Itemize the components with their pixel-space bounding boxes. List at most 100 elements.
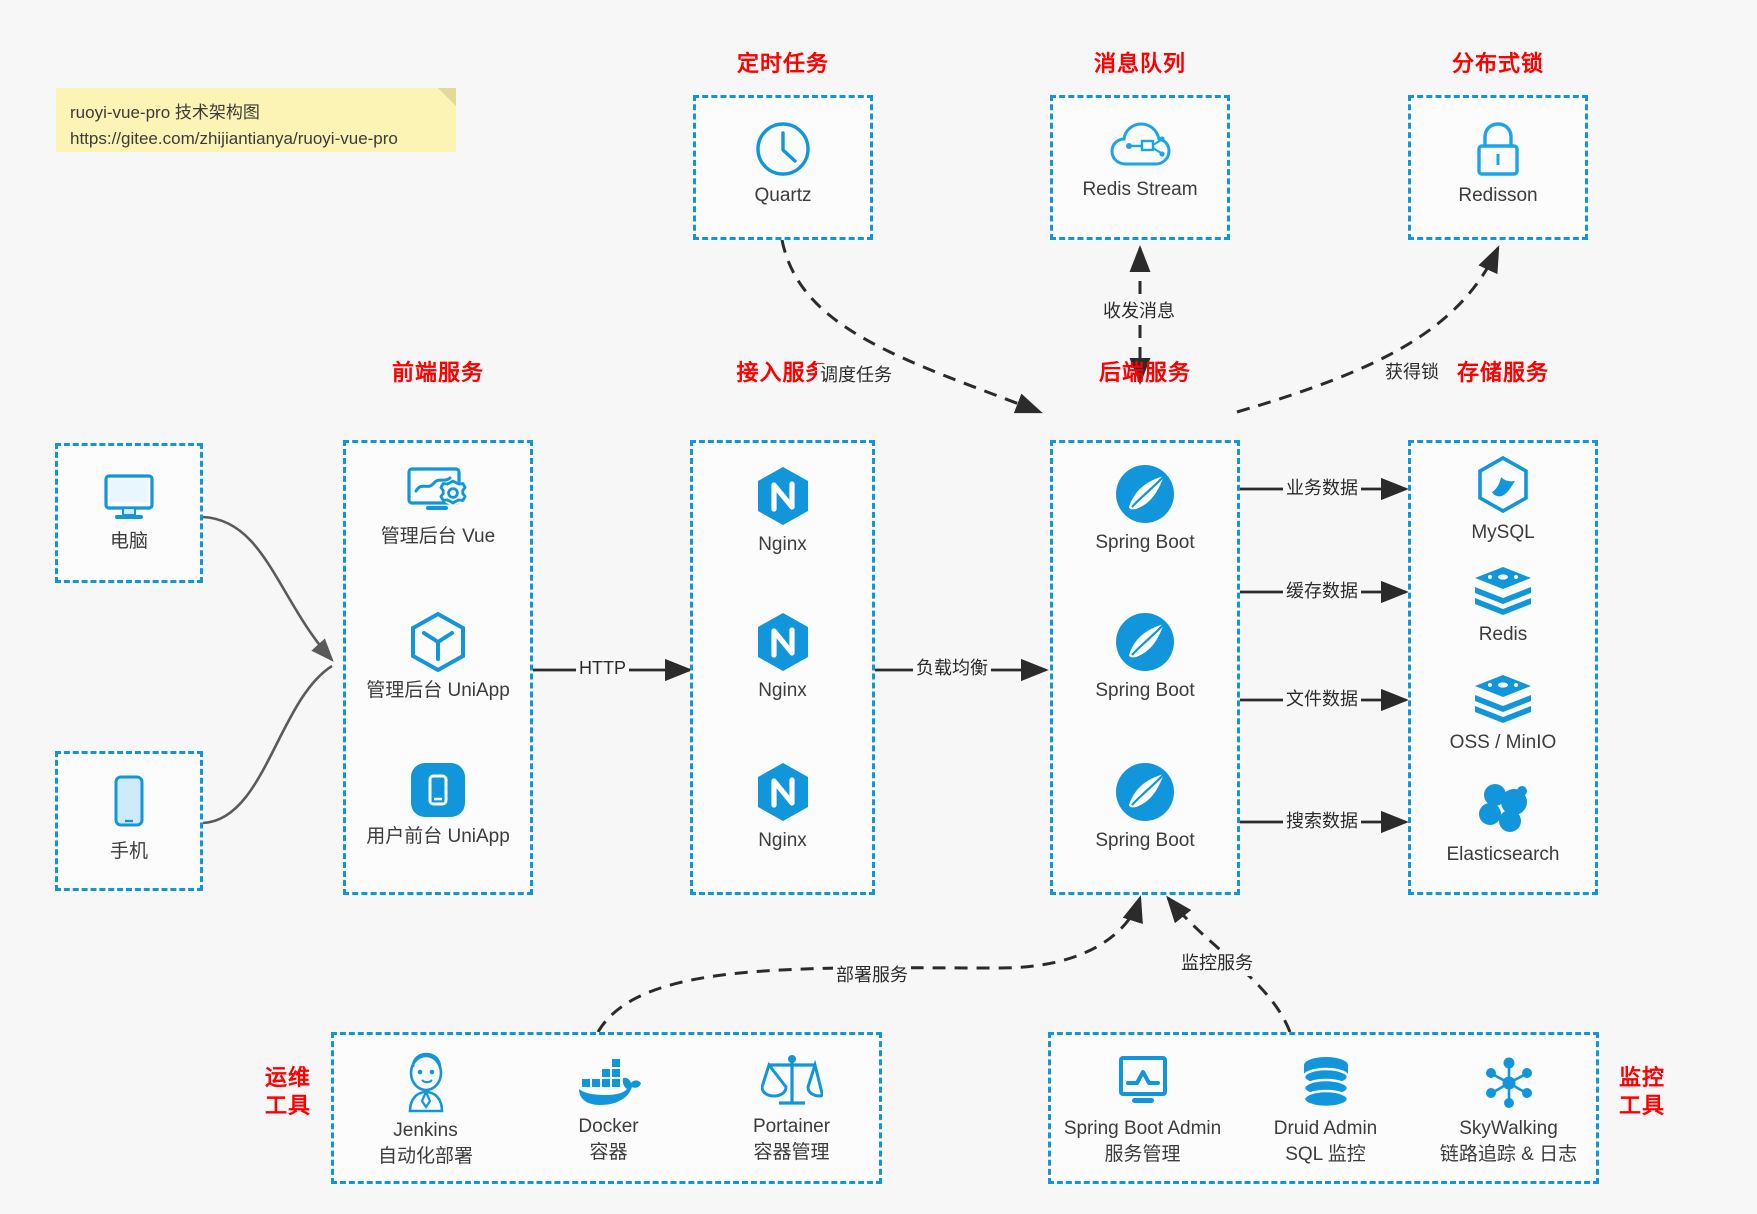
- node-nginx-3[interactable]: Nginx: [693, 761, 872, 854]
- node-druid-admin[interactable]: Druid Admin SQL 监控: [1234, 1055, 1417, 1167]
- node-sublabel: 容器管理: [753, 1141, 830, 1163]
- node-label: Elasticsearch: [1446, 844, 1560, 865]
- skywalking-icon: [1417, 1055, 1600, 1111]
- node-label: 管理后台 UniApp: [366, 680, 510, 701]
- node-label: Spring Boot: [1095, 532, 1195, 553]
- uniapp-cube-icon: [346, 611, 530, 673]
- docker-icon: [517, 1057, 700, 1109]
- node-label: Jenkins: [393, 1120, 458, 1141]
- node-sublabel: SQL 监控: [1285, 1143, 1366, 1165]
- group-frontend-service: 管理后台 Vue 管理后台 UniApp 用户前台 U: [343, 440, 533, 895]
- node-label: Redisson: [1458, 185, 1538, 206]
- group-gateway-service: Nginx Nginx Nginx: [690, 440, 875, 895]
- jenkins-icon: [334, 1051, 517, 1113]
- node-admin-uniapp[interactable]: 管理后台 UniApp: [346, 611, 530, 704]
- mysql-icon: [1411, 455, 1595, 515]
- node-redisson[interactable]: Redisson: [1411, 120, 1585, 209]
- node-sublabel: 容器: [589, 1141, 628, 1163]
- caption-monitor-tools: 监控 工具: [1609, 1065, 1675, 1120]
- group-monitor-tools: Spring Boot Admin 服务管理 Druid Admin SQL 监…: [1048, 1032, 1599, 1184]
- node-sublabel: 链路追踪 & 日志: [1439, 1143, 1578, 1165]
- node-spring-boot-3[interactable]: Spring Boot: [1053, 761, 1237, 854]
- node-label: Nginx: [758, 534, 807, 555]
- node-redis-stream[interactable]: Redis Stream: [1053, 120, 1227, 203]
- node-admin-vue[interactable]: 管理后台 Vue: [346, 461, 530, 550]
- node-label: 管理后台 Vue: [380, 526, 496, 547]
- node-docker[interactable]: Docker 容器: [517, 1057, 700, 1165]
- caption-monitor-tools-line1: 监控: [1618, 1066, 1665, 1091]
- node-label: Druid Admin: [1273, 1118, 1378, 1139]
- caption-backend-service: 后端服务: [1098, 361, 1191, 386]
- node-mysql[interactable]: MySQL: [1411, 455, 1595, 546]
- caption-ops-tools-line1: 运维: [264, 1066, 311, 1091]
- note-line-title: ruoyi-vue-pro 技术架构图: [70, 103, 260, 122]
- node-label: Spring Boot: [1095, 830, 1195, 851]
- node-label: Nginx: [758, 680, 807, 701]
- node-label: Portainer: [752, 1116, 831, 1137]
- note-line-url: https://gitee.com/zhijiantianya/ruoyi-vu…: [70, 129, 398, 149]
- edge-label-schedule-task: 调度任务: [817, 364, 895, 388]
- node-jenkins[interactable]: Jenkins 自动化部署: [334, 1051, 517, 1169]
- node-label: Docker: [578, 1116, 639, 1137]
- nginx-icon: [693, 465, 872, 527]
- diagram-note: ruoyi-vue-pro 技术架构图 https://gitee.com/zh…: [56, 88, 456, 152]
- caption-ops-tools-line2: 工具: [264, 1093, 311, 1119]
- edge-label-monitor-service: 监控服务: [1178, 952, 1256, 976]
- node-phone[interactable]: 手机: [58, 774, 200, 865]
- node-label: Redis: [1478, 624, 1528, 645]
- node-nginx-2[interactable]: Nginx: [693, 611, 872, 704]
- caption-distributed-lock: 分布式锁: [1451, 52, 1544, 77]
- note-fold-corner: [438, 88, 456, 106]
- edge-label-send-receive-message: 收发消息: [1100, 300, 1178, 324]
- node-spring-boot-2[interactable]: Spring Boot: [1053, 611, 1237, 704]
- spring-boot-admin-icon: [1051, 1053, 1234, 1111]
- node-skywalking[interactable]: SkyWalking 链路追踪 & 日志: [1417, 1055, 1600, 1167]
- edge-label-cache-data: 缓存数据: [1283, 580, 1361, 604]
- node-user-uniapp[interactable]: 用户前台 UniApp: [346, 761, 530, 850]
- caption-monitor-tools-line2: 工具: [1618, 1093, 1665, 1119]
- node-sublabel: 服务管理: [1104, 1143, 1181, 1165]
- node-label: OSS / MinIO: [1449, 732, 1557, 753]
- spring-boot-icon: [1053, 761, 1237, 823]
- node-label: Redis Stream: [1082, 179, 1198, 200]
- edge-label-file-data: 文件数据: [1283, 688, 1361, 712]
- node-label: Quartz: [754, 185, 812, 206]
- node-sublabel: 自动化部署: [377, 1145, 473, 1167]
- cloud-stream-icon: [1053, 120, 1227, 172]
- mobile-app-icon: [346, 761, 530, 819]
- node-oss-minio[interactable]: OSS / MinIO: [1411, 673, 1595, 756]
- node-spring-boot-admin[interactable]: Spring Boot Admin 服务管理: [1051, 1053, 1234, 1167]
- edge-label-acquire-lock: 获得锁: [1382, 361, 1442, 385]
- lock-icon: [1411, 120, 1585, 178]
- node-label: SkyWalking: [1459, 1118, 1558, 1139]
- caption-ops-tools: 运维 工具: [255, 1065, 321, 1120]
- node-computer[interactable]: 电脑: [58, 468, 200, 555]
- node-label: Spring Boot: [1095, 680, 1195, 701]
- node-nginx-1[interactable]: Nginx: [693, 465, 872, 558]
- node-elasticsearch[interactable]: Elasticsearch: [1411, 781, 1595, 868]
- group-message-queue: Redis Stream: [1050, 95, 1230, 240]
- desktop-computer-icon: [58, 468, 200, 524]
- node-portainer[interactable]: Portainer 容器管理: [700, 1051, 883, 1165]
- spring-boot-icon: [1053, 611, 1237, 673]
- node-spring-boot-1[interactable]: Spring Boot: [1053, 463, 1237, 556]
- group-client-mobile: 手机: [55, 751, 203, 891]
- node-label: Spring Boot Admin: [1063, 1118, 1222, 1139]
- druid-database-icon: [1234, 1055, 1417, 1111]
- group-backend-service: Spring Boot Spring Boot Spring Boot: [1050, 440, 1240, 895]
- group-scheduled-task: Quartz: [693, 95, 873, 240]
- node-label: 用户前台 UniApp: [366, 826, 510, 847]
- admin-vue-icon: [346, 461, 530, 519]
- node-quartz[interactable]: Quartz: [696, 120, 870, 209]
- node-redis[interactable]: Redis: [1411, 565, 1595, 648]
- caption-frontend-service: 前端服务: [391, 361, 484, 386]
- caption-storage-service: 存储服务: [1456, 361, 1549, 386]
- edge-label-load-balance: 负载均衡: [913, 657, 991, 681]
- nginx-icon: [693, 611, 872, 673]
- nginx-icon: [693, 761, 872, 823]
- redis-icon: [1411, 565, 1595, 617]
- node-label: Nginx: [758, 830, 807, 851]
- oss-minio-icon: [1411, 673, 1595, 725]
- elasticsearch-icon: [1411, 781, 1595, 837]
- edge-label-search-data: 搜索数据: [1283, 810, 1361, 834]
